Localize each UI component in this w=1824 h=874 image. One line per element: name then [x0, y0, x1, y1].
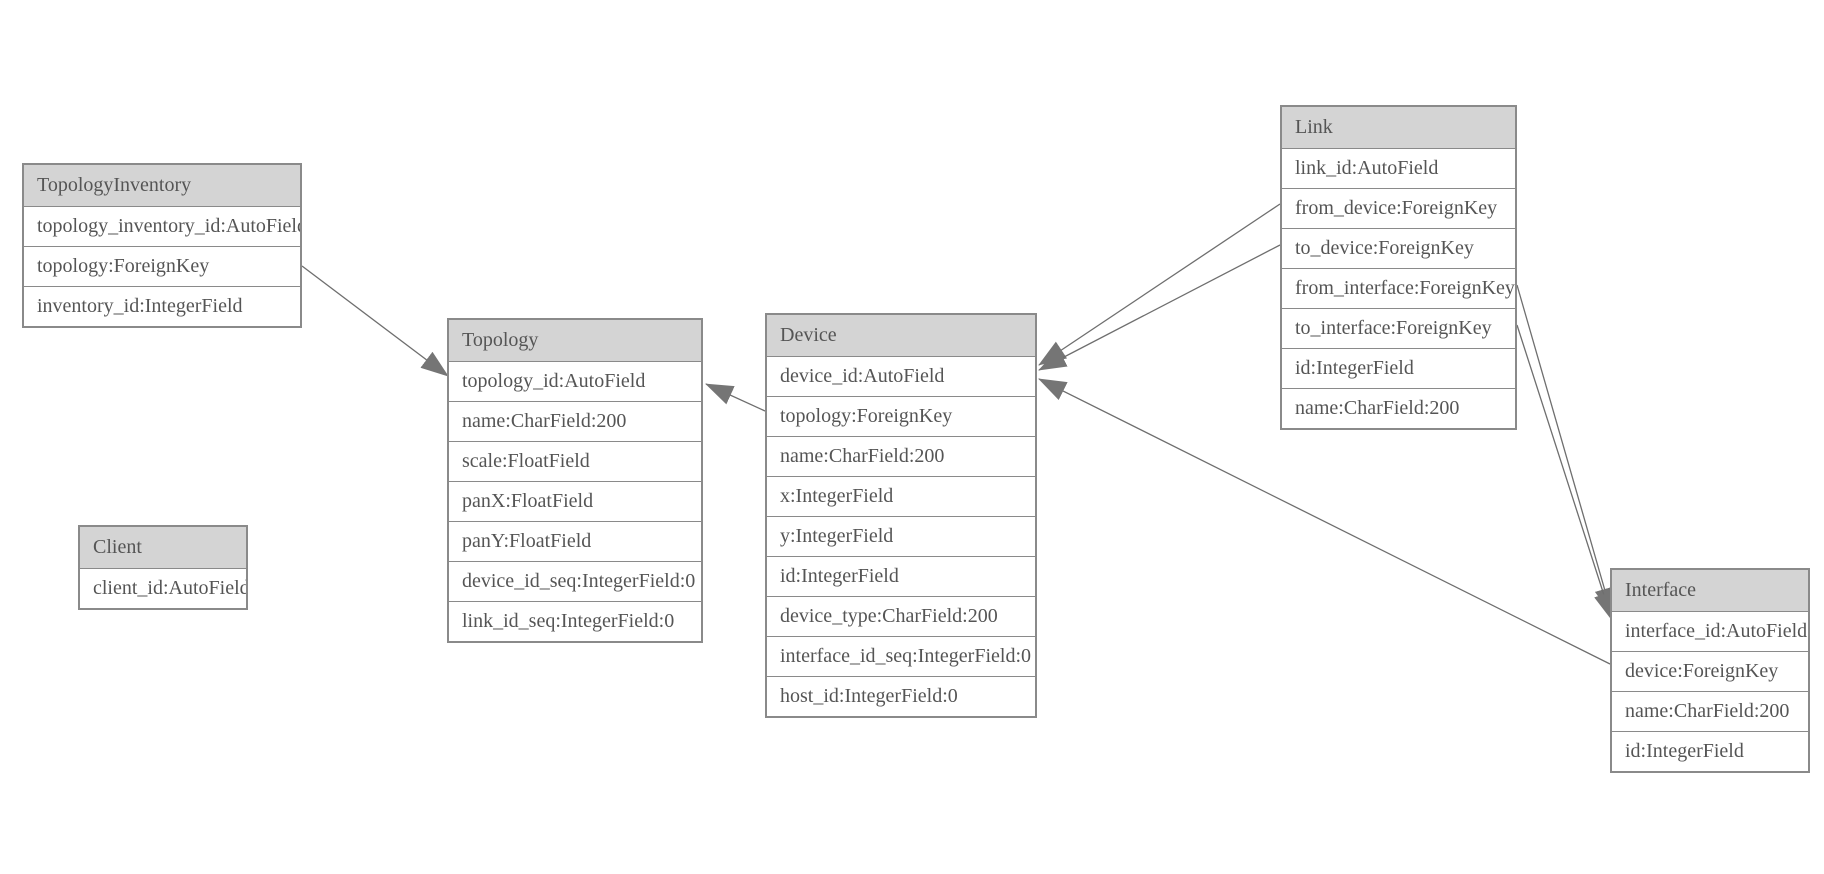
relationship-arrow-topologyinventory-topology-to-topology — [301, 265, 449, 377]
relationship-arrow-link-to-interface-to-interface — [1516, 324, 1614, 621]
relationship-arrow-link-to-device-to-device — [1038, 244, 1281, 371]
relationship-arrow-link-from-device-to-device — [1038, 203, 1281, 366]
relationship-arrow-device-topology-to-topology — [705, 383, 766, 412]
relationship-arrow-link-from-interface-to-interface — [1516, 284, 1615, 616]
relationship-arrow-interface-device-to-device — [1038, 378, 1611, 665]
